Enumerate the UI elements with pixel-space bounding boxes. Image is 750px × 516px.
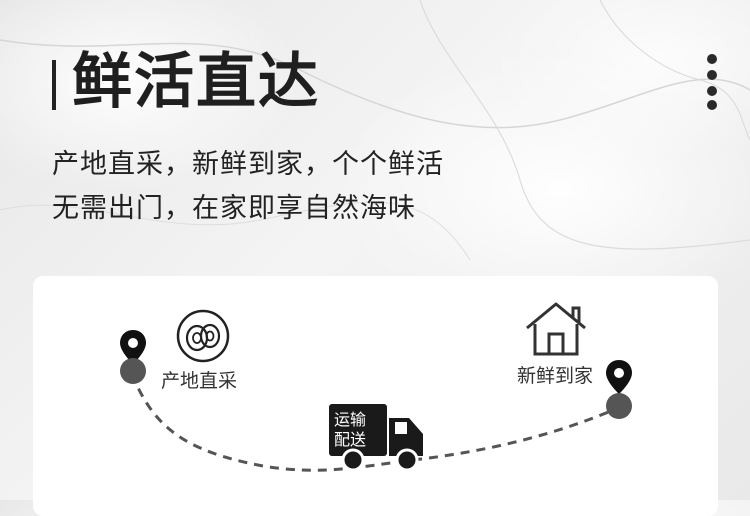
more-vertical-icon[interactable] (704, 54, 720, 112)
page-title: 鲜活直达 (72, 47, 320, 117)
location-pin-icon (120, 330, 146, 384)
delivery-truck-icon (329, 404, 423, 472)
origin-label: 产地直采 (161, 370, 238, 392)
delivery-route-path (130, 373, 619, 472)
transport-label-1: 运输 (334, 410, 367, 429)
house-icon (526, 302, 586, 356)
subtitle-line-1: 产地直采，新鲜到家，个个鲜活 (52, 149, 444, 180)
location-pin-icon (606, 360, 632, 419)
subtitle-line-2: 无需出门，在家即享自然海味 (52, 193, 416, 224)
delivery-route-card: 产地直采 运输 配送 新鲜到家 (33, 276, 718, 516)
abalone-icon (176, 309, 230, 363)
destination-label: 新鲜到家 (517, 365, 594, 387)
marble-background (0, 0, 750, 261)
transport-label-2: 配送 (334, 430, 367, 449)
title-accent-bar (52, 60, 56, 110)
